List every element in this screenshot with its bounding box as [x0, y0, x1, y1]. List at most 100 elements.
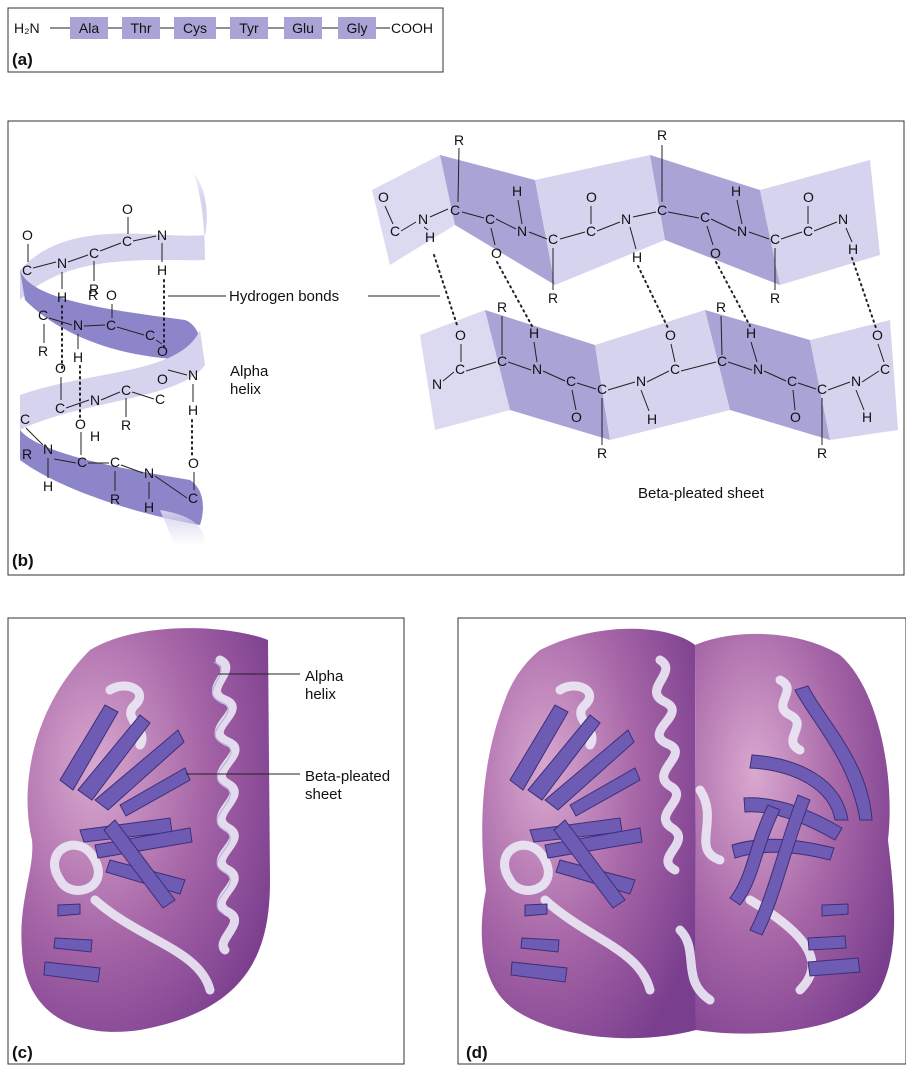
svg-text:O: O — [122, 201, 133, 217]
svg-text:O: O — [75, 416, 86, 432]
svg-text:H: H — [425, 229, 435, 245]
svg-text:H: H — [746, 325, 756, 341]
svg-text:N: N — [157, 227, 167, 243]
svg-text:H: H — [862, 409, 872, 425]
svg-text:C: C — [390, 223, 400, 239]
svg-text:H: H — [529, 325, 539, 341]
residue-label: Gly — [347, 20, 368, 36]
svg-text:N: N — [188, 367, 198, 383]
svg-text:H: H — [73, 349, 83, 365]
svg-text:C: C — [55, 400, 65, 416]
panel-b-letter: (b) — [12, 551, 34, 570]
svg-text:O: O — [22, 227, 33, 243]
residue-label: Ala — [79, 20, 99, 36]
svg-text:C: C — [700, 209, 710, 225]
panel-c-letter: (c) — [12, 1043, 33, 1062]
svg-text:C: C — [110, 454, 120, 470]
svg-text:C: C — [450, 202, 460, 218]
svg-text:H: H — [90, 428, 100, 444]
svg-text:R: R — [716, 299, 726, 315]
svg-text:O: O — [872, 327, 883, 343]
svg-text:C: C — [38, 307, 48, 323]
n-terminus-label: H₂N — [14, 20, 40, 36]
residue-label: Thr — [131, 20, 152, 36]
beta-sheet-label-line2: sheet — [305, 786, 343, 803]
residue-box-2: Thr — [122, 17, 160, 39]
svg-text:R: R — [657, 127, 667, 143]
svg-text:C: C — [89, 245, 99, 261]
svg-text:N: N — [737, 223, 747, 239]
svg-text:C: C — [566, 373, 576, 389]
svg-text:R: R — [110, 491, 120, 507]
svg-text:N: N — [90, 392, 100, 408]
svg-text:C: C — [455, 361, 465, 377]
svg-text:N: N — [144, 465, 154, 481]
alpha-helix-label-line2: helix — [230, 381, 261, 398]
svg-text:O: O — [710, 245, 721, 261]
svg-text:R: R — [597, 445, 607, 461]
svg-text:O: O — [790, 409, 801, 425]
svg-text:C: C — [817, 381, 827, 397]
residue-label: Glu — [292, 20, 314, 36]
panel-d-quaternary-structure: (d) — [450, 612, 906, 1067]
svg-text:H: H — [632, 249, 642, 265]
svg-text:O: O — [157, 371, 168, 387]
svg-text:H: H — [731, 183, 741, 199]
svg-text:N: N — [43, 441, 53, 457]
svg-text:H: H — [43, 478, 53, 494]
panel-a-primary-structure: H₂N Ala Thr Cys Tyr Glu Gly COOH (a) — [0, 0, 906, 90]
svg-text:N: N — [851, 373, 861, 389]
svg-text:H: H — [157, 262, 167, 278]
svg-text:H: H — [647, 411, 657, 427]
svg-text:C: C — [155, 391, 165, 407]
svg-text:N: N — [517, 223, 527, 239]
svg-text:C: C — [485, 211, 495, 227]
svg-text:H: H — [144, 499, 154, 515]
residue-box-4: Tyr — [230, 17, 268, 39]
residue-box-3: Cys — [174, 17, 216, 39]
svg-text:H: H — [848, 241, 858, 257]
svg-text:R: R — [22, 446, 32, 462]
svg-text:N: N — [432, 376, 442, 392]
svg-text:O: O — [106, 287, 117, 303]
svg-text:O: O — [586, 189, 597, 205]
residue-box-1: Ala — [70, 17, 108, 39]
residue-label: Tyr — [239, 20, 259, 36]
svg-text:C: C — [770, 231, 780, 247]
svg-text:N: N — [57, 255, 67, 271]
panel-b-secondary-structure: O C N C R C O N H H C R N H R O C C O O … — [0, 118, 906, 578]
panel-a-letter: (a) — [12, 50, 33, 69]
alpha-helix-label-line1: Alpha — [230, 363, 269, 380]
svg-text:C: C — [803, 223, 813, 239]
svg-text:N: N — [838, 211, 848, 227]
svg-text:C: C — [657, 202, 667, 218]
svg-text:N: N — [621, 211, 631, 227]
svg-text:C: C — [880, 361, 890, 377]
svg-text:R: R — [770, 290, 780, 306]
svg-text:N: N — [636, 373, 646, 389]
svg-text:N: N — [418, 211, 428, 227]
svg-text:C: C — [121, 382, 131, 398]
svg-text:C: C — [20, 411, 30, 427]
svg-text:N: N — [73, 317, 83, 333]
svg-text:O: O — [803, 189, 814, 205]
svg-text:H: H — [57, 289, 67, 305]
hydrogen-bonds-label: Hydrogen bonds — [229, 288, 339, 305]
svg-text:C: C — [787, 373, 797, 389]
svg-text:C: C — [145, 327, 155, 343]
beta-sheet-label-line1: Beta-pleated — [305, 768, 390, 785]
svg-text:R: R — [38, 343, 48, 359]
svg-text:R: R — [548, 290, 558, 306]
beta-sheet-upper-strand: O C N H C R C O H N C R C O N H C R C O … — [372, 127, 880, 306]
svg-text:H: H — [512, 183, 522, 199]
svg-text:O: O — [455, 327, 466, 343]
svg-text:C: C — [586, 223, 596, 239]
svg-text:O: O — [188, 455, 199, 471]
svg-text:R: R — [88, 287, 98, 303]
svg-text:H: H — [188, 402, 198, 418]
svg-text:O: O — [55, 360, 66, 376]
svg-text:R: R — [497, 299, 507, 315]
beta-sheet-lower-strand: O C N R C H N C O C R N H C O R C H N C … — [420, 299, 898, 461]
residue-label: Cys — [183, 20, 207, 36]
svg-text:C: C — [77, 454, 87, 470]
